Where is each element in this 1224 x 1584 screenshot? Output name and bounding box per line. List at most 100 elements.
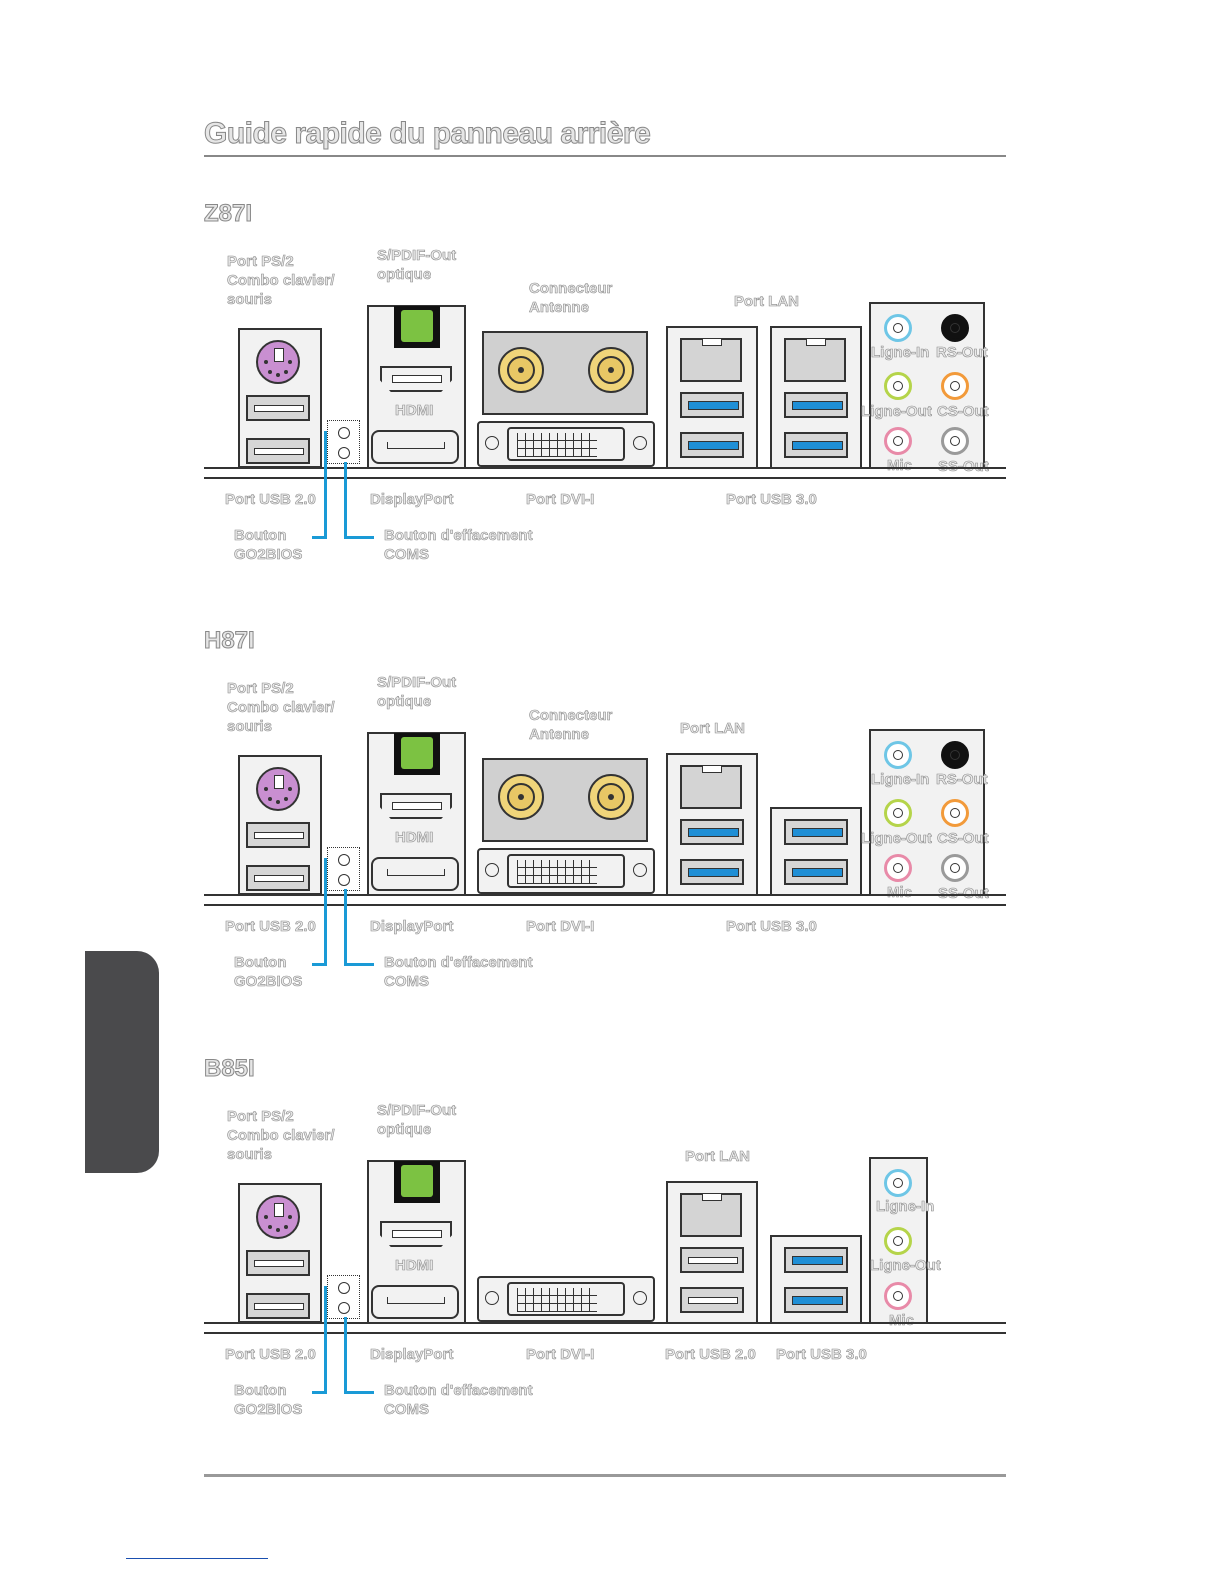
label-ss-out: SS-Out [938, 884, 989, 903]
label-dvi: Port DVI-I [526, 918, 595, 936]
label-line-out: Ligne-Out [870, 1257, 941, 1275]
usb2-port-icon [246, 1250, 310, 1276]
label-go2bios: Bouton GO2BIOS [234, 527, 303, 564]
label-antenna: Connecteur Antenne [529, 280, 613, 317]
spdif-port-icon [394, 1161, 440, 1203]
leader-line [324, 431, 327, 538]
label-usb30: Port USB 3.0 [726, 491, 817, 509]
label-antenna: Connecteur Antenne [529, 707, 613, 744]
ps2-port-icon [256, 767, 300, 811]
label-line-out: Ligne-Out [861, 830, 932, 848]
go2bios-button-icon [338, 1282, 350, 1294]
usb3-port-icon [680, 859, 744, 885]
label-hdmi: HDMI [395, 1257, 434, 1275]
cmos-button-panel [327, 1275, 360, 1319]
usb2-port-icon [246, 865, 310, 891]
usb2-port-icon [680, 1287, 744, 1313]
lan-port-icon [680, 1193, 742, 1237]
label-usb20: Port USB 2.0 [225, 491, 316, 509]
label-lan: Port LAN [734, 293, 800, 311]
label-usb30: Port USB 3.0 [726, 918, 817, 936]
leader-line [324, 858, 327, 965]
dvi-port-icon [477, 848, 655, 894]
audio-jack-icon [941, 372, 969, 400]
label-line-in: Ligne-In [871, 344, 930, 362]
displayport-icon [371, 1285, 459, 1319]
label-spdif: S/PDIF-Out optique [377, 1102, 457, 1139]
dvi-port-icon [477, 421, 655, 467]
audio-jack-icon [884, 854, 912, 882]
label-displayport: DisplayPort [370, 491, 454, 509]
bracket-line [204, 894, 1006, 896]
hdmi-port-icon [380, 793, 452, 819]
bracket-line [204, 904, 1006, 906]
audio-jack-icon [884, 799, 912, 827]
bracket-line [204, 467, 1006, 469]
label-ps2: Port PS/2 Combo clavier/ souris [227, 680, 335, 736]
label-usb20-rear: Port USB 2.0 [665, 1346, 756, 1364]
spdif-port-icon [394, 306, 440, 348]
cmos-button-icon [338, 1302, 350, 1314]
leader-line [312, 536, 327, 539]
model-title: Z87I [203, 200, 253, 228]
lan-port-icon [680, 765, 742, 809]
label-line-in: Ligne-In [871, 771, 930, 789]
label-cs-out: CS-Out [937, 403, 989, 421]
bracket-line [204, 477, 1006, 479]
label-hdmi: HDMI [395, 402, 434, 420]
go2bios-button-icon [338, 427, 350, 439]
label-lan: Port LAN [685, 1148, 751, 1166]
label-line-out: Ligne-Out [861, 403, 932, 421]
usb3-port-icon [680, 432, 744, 458]
go2bios-button-icon [338, 854, 350, 866]
cmos-button-icon [338, 874, 350, 886]
label-cs-out: CS-Out [937, 830, 989, 848]
label-lan: Port LAN [680, 720, 746, 738]
audio-jack-icon [941, 854, 969, 882]
antenna-connector-icon [588, 347, 634, 393]
section-b85i: B85I Port PS/2 Combo clavier/ souris S/P… [0, 1055, 1224, 1455]
antenna-panel [482, 758, 648, 842]
usb3-port-icon [784, 392, 848, 418]
label-cmos: Bouton d'effacement COMS [384, 527, 533, 564]
audio-jack-icon [884, 1169, 912, 1197]
leader-line [312, 963, 327, 966]
leader-line [344, 462, 347, 539]
usb2-port-icon [246, 822, 310, 848]
section-z87i: Z87I Port PS/2 Combo clavier/ souris S/P… [0, 200, 1224, 600]
antenna-connector-icon [498, 347, 544, 393]
usb2-port-icon [246, 1293, 310, 1319]
audio-jack-icon [884, 314, 912, 342]
label-usb20: Port USB 2.0 [225, 918, 316, 936]
cmos-button-panel [327, 847, 360, 891]
audio-jack-icon [884, 741, 912, 769]
antenna-connector-icon [588, 774, 634, 820]
label-mic: Mic [889, 1312, 915, 1330]
cmos-button-icon [338, 447, 350, 459]
label-usb20: Port USB 2.0 [225, 1346, 316, 1364]
bottom-rule [204, 1474, 1006, 1477]
usb2-port-icon [246, 395, 310, 421]
usb3-port-icon [784, 432, 848, 458]
label-rs-out: RS-Out [936, 771, 988, 789]
audio-jack-icon [884, 372, 912, 400]
leader-line [344, 889, 347, 966]
bracket-line [204, 1332, 1006, 1334]
label-displayport: DisplayPort [370, 1346, 454, 1364]
leader-line [344, 963, 374, 966]
side-tab [85, 951, 159, 1173]
label-go2bios: Bouton GO2BIOS [234, 954, 303, 991]
audio-jack-icon [941, 799, 969, 827]
usb3-port-icon [680, 819, 744, 845]
label-line-in: Ligne-In [876, 1198, 935, 1216]
label-mic: Mic [887, 884, 913, 902]
label-displayport: DisplayPort [370, 918, 454, 936]
leader-line [344, 536, 374, 539]
label-spdif: S/PDIF-Out optique [377, 247, 457, 284]
ps2-port-icon [256, 340, 300, 384]
label-ps2: Port PS/2 Combo clavier/ souris [227, 1108, 335, 1164]
antenna-connector-icon [498, 774, 544, 820]
usb3-port-icon [784, 1247, 848, 1273]
hdmi-port-icon [380, 1221, 452, 1247]
page-title: Guide rapide du panneau arrière [203, 117, 651, 151]
